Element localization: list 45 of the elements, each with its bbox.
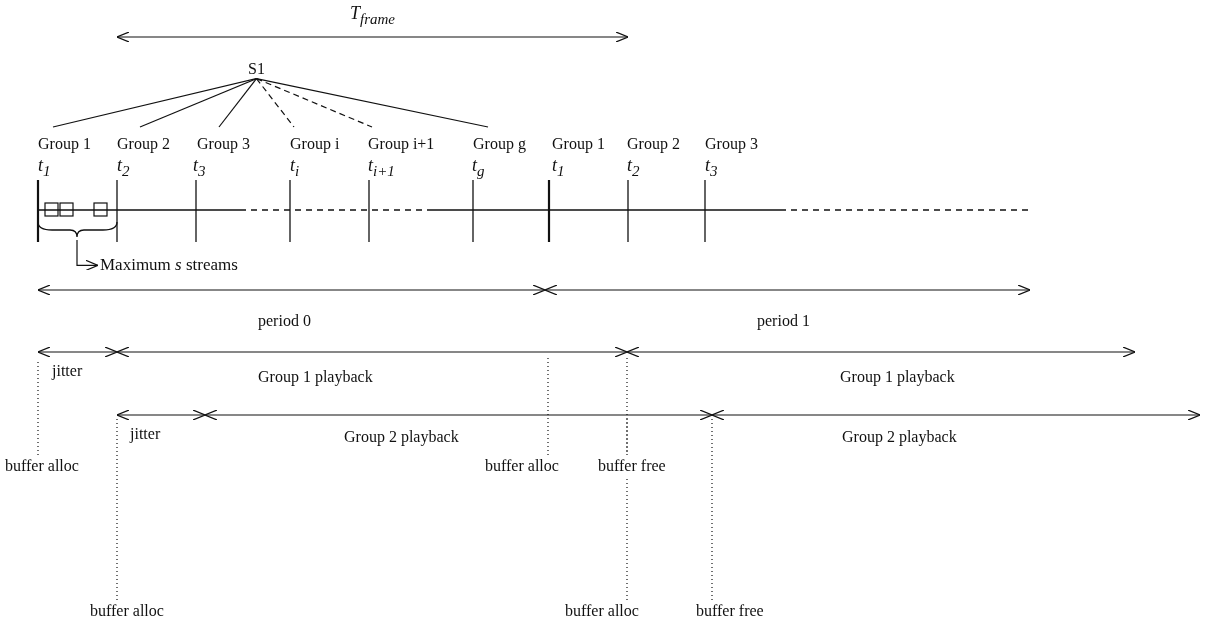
connector-line	[255, 78, 489, 128]
group-label: Group 2	[117, 135, 170, 153]
leader-line	[116, 418, 118, 601]
time-symbol: t$_{i}$	[290, 156, 300, 180]
time-symbol: t$_{3}$	[705, 156, 718, 180]
interval-label: Group 2 playback	[842, 428, 957, 446]
interval-label: Group 1 playback	[840, 368, 955, 386]
pointer-arrow	[76, 239, 99, 271]
interval-label: jitter	[130, 425, 161, 443]
event-label: buffer alloc	[90, 602, 164, 620]
event-label: buffer alloc	[485, 457, 559, 475]
leader-line	[626, 418, 628, 601]
connector-line	[218, 78, 258, 128]
connector-line	[255, 78, 295, 128]
group-label: Group 2	[627, 135, 680, 153]
event-label: buffer alloc	[565, 602, 639, 620]
interval-label: Group 2 playback	[344, 428, 459, 446]
event-label: buffer free	[598, 457, 666, 475]
time-symbol: t$_{1}$	[38, 156, 51, 180]
time-symbol: t$_{i+1}$	[368, 156, 395, 180]
group-label: Group g	[473, 135, 526, 153]
time-symbol: t$_{1}$	[552, 156, 565, 180]
group-label: Group i	[290, 135, 340, 153]
group-label: Group 1	[38, 135, 91, 153]
period-label: period 1	[757, 312, 810, 330]
time-symbol: t$_{3}$	[193, 156, 206, 180]
group-label: Group 3	[197, 135, 250, 153]
time-symbol: t$_{2}$	[117, 156, 130, 180]
group-label: Group i+1	[368, 135, 435, 153]
period-label: period 0	[258, 312, 311, 330]
stream-label: S1	[248, 60, 265, 78]
event-label: buffer alloc	[5, 457, 79, 475]
time-symbol: t$_{2}$	[627, 156, 640, 180]
event-label: buffer free	[696, 602, 764, 620]
interval-label: jitter	[52, 362, 83, 380]
time-symbol: t$_{g}$	[472, 156, 485, 180]
interval-label: Group 1 playback	[258, 368, 373, 386]
leader-line	[711, 418, 713, 601]
connector-line	[255, 78, 373, 128]
time-symbol: T$_{frame}$	[350, 4, 395, 28]
connector-line	[52, 78, 258, 128]
connector-line	[139, 78, 258, 128]
group-label: Group 1	[552, 135, 605, 153]
annotation-text: Maximum s streams	[100, 256, 238, 275]
group-label: Group 3	[705, 135, 758, 153]
